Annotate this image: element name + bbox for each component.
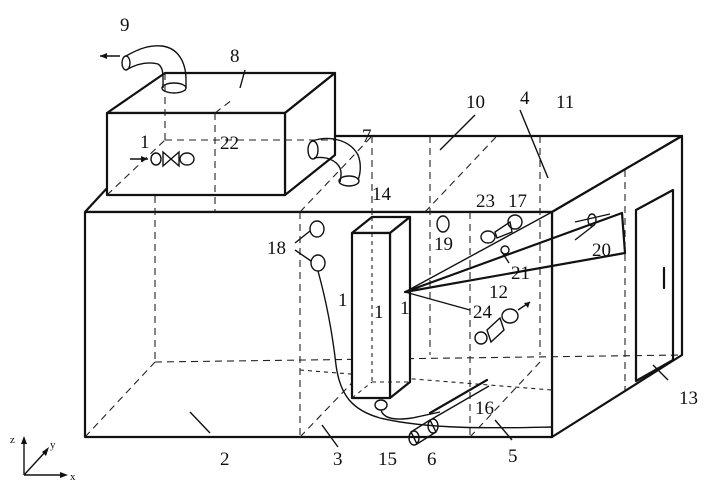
pipe-16 xyxy=(428,378,490,420)
label-4: 4 xyxy=(520,88,530,109)
axis-y-label: y xyxy=(50,439,56,451)
door xyxy=(634,188,675,383)
label-1c: 1 xyxy=(374,302,384,323)
inlet-cylinder xyxy=(408,418,439,446)
sensors-18 xyxy=(294,220,553,429)
label-15: 15 xyxy=(378,449,397,470)
label-20: 20 xyxy=(592,240,611,261)
exhaust-pipe xyxy=(100,45,187,94)
axis-indicator: z y x xyxy=(10,434,76,483)
label-8: 8 xyxy=(230,46,240,67)
label-22: 22 xyxy=(220,133,239,154)
valve-24 xyxy=(474,301,531,345)
baffle-plane xyxy=(403,211,627,311)
sensor-19 xyxy=(436,215,450,233)
leader-lines xyxy=(189,69,669,448)
valve-15 xyxy=(374,399,441,420)
label-2: 2 xyxy=(220,449,230,470)
connecting-pipe xyxy=(307,137,361,187)
label-7: 7 xyxy=(362,126,372,147)
label-24: 24 xyxy=(473,302,493,323)
label-1b: 1 xyxy=(338,290,348,311)
inlet-valve xyxy=(130,150,195,168)
label-16: 16 xyxy=(475,398,494,419)
label-3: 3 xyxy=(333,449,343,470)
label-23: 23 xyxy=(476,191,495,212)
upper-box xyxy=(105,71,337,212)
label-12: 12 xyxy=(489,282,508,303)
label-21: 21 xyxy=(511,263,530,284)
label-17: 17 xyxy=(508,191,527,212)
label-14: 14 xyxy=(372,184,392,205)
label-18: 18 xyxy=(267,238,286,259)
axis-z-label: z xyxy=(10,434,15,446)
label-19: 19 xyxy=(434,234,453,255)
label-11: 11 xyxy=(556,92,574,113)
label-13: 13 xyxy=(679,388,698,409)
part-labels: 9 8 1 22 7 10 4 11 14 18 19 23 17 20 21 … xyxy=(120,15,698,470)
label-5: 5 xyxy=(508,446,518,467)
nozzle-assembly xyxy=(480,214,523,255)
axis-x-label: x xyxy=(70,471,76,483)
label-10: 10 xyxy=(466,92,485,113)
label-6: 6 xyxy=(427,449,437,470)
column-14 xyxy=(350,215,412,400)
label-1a: 1 xyxy=(140,132,150,153)
label-9: 9 xyxy=(120,15,130,36)
label-1d: 1 xyxy=(400,298,410,319)
